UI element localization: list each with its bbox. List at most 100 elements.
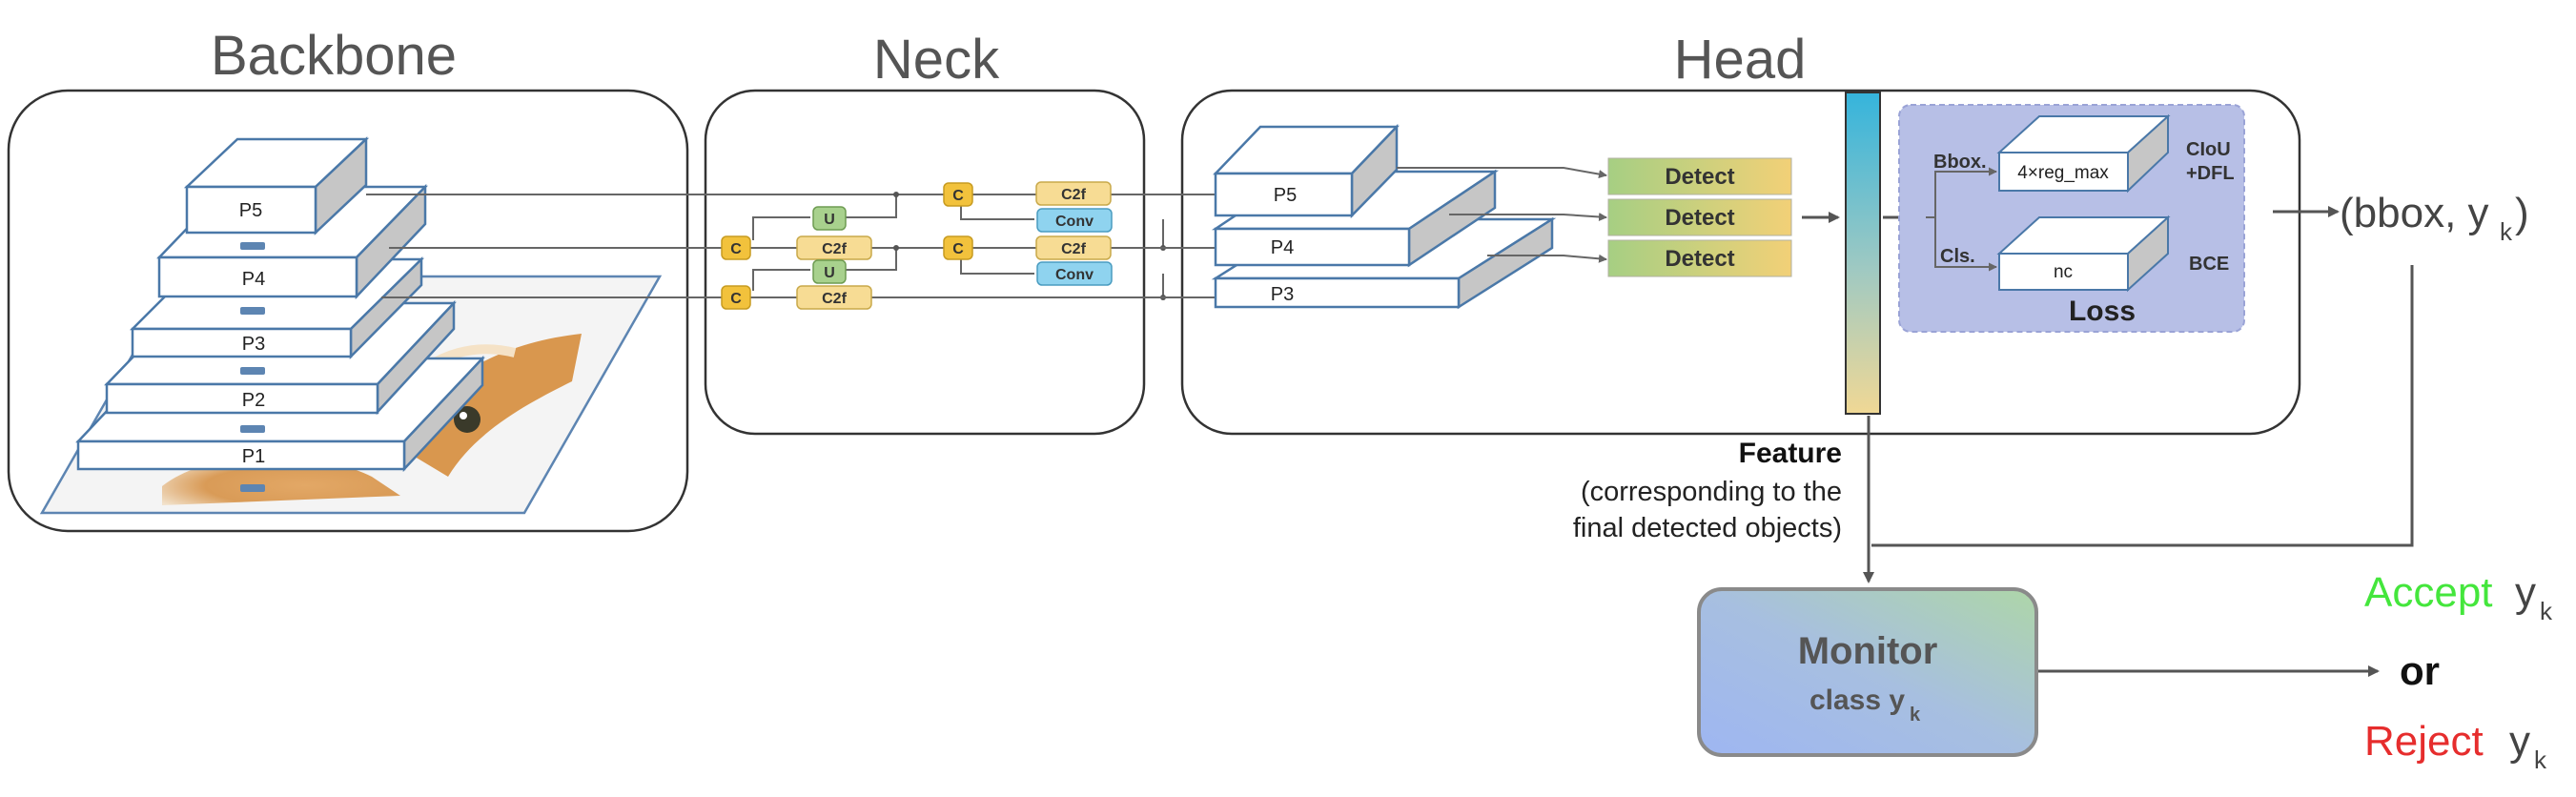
feature-note-line2: final detected objects)	[1573, 513, 1842, 543]
monitor-title: Monitor	[1798, 630, 1938, 672]
head-frame	[1180, 89, 2301, 436]
bbox-block-label: 4×reg_max	[2017, 163, 2109, 183]
conv-block-2-label: Conv	[1055, 267, 1094, 283]
c2f-block-mid-right-label: C2f	[1061, 241, 1086, 257]
bbox-loss-label-2: +DFL	[2186, 163, 2235, 184]
neck-frame	[704, 89, 1146, 436]
neck-panel: C C2f U Conv C C2f C C2f U Conv C C2f	[366, 89, 1166, 436]
loss-bbox-branch	[1926, 167, 1997, 218]
concat-block-mid-left	[721, 235, 751, 260]
backbone-panel: P1 P2 P3 P4 P5	[7, 89, 689, 533]
monitor-rect	[1697, 587, 2038, 757]
p5-front	[185, 185, 317, 235]
backbone-frame	[7, 89, 689, 533]
connector-p2-p1	[240, 425, 265, 433]
detect-block-2-label: Detect	[1665, 205, 1734, 231]
connector-p4-p3	[240, 307, 265, 315]
concat-block-mid-left-label: C	[730, 241, 742, 257]
p4-label: P4	[242, 269, 265, 290]
monitor-subtitle: class y	[1809, 685, 1905, 716]
reject-subscript: k	[2534, 746, 2547, 774]
bbox-branch-label: Bbox.	[1933, 152, 1987, 173]
feature-bar	[1845, 92, 1881, 415]
connector-p1-input	[240, 484, 265, 492]
conv-block-1	[1036, 208, 1113, 233]
p3-front	[131, 327, 353, 358]
loss-cls-branch	[1934, 217, 1997, 272]
reject-label: Reject	[2364, 718, 2484, 765]
concat-block-mid-right	[943, 235, 973, 260]
output-return-line	[1871, 265, 2414, 547]
line-p4-detect	[1449, 212, 1607, 221]
route-p5-up	[829, 194, 897, 218]
p2-front	[105, 382, 379, 415]
c2f-block-mid-left-label: C2f	[822, 241, 847, 257]
head-panel: P3 P4 P5 Detect Detect	[1144, 89, 2301, 436]
detect-block-3: Detect	[1607, 239, 1792, 277]
cls-branch-label: Cls.	[1940, 246, 1975, 267]
cls-block	[1998, 253, 2129, 291]
conv-block-1-label: Conv	[1055, 214, 1094, 230]
head-p5-front	[1214, 172, 1354, 217]
cat-eye	[454, 406, 480, 433]
c2f-block-bottom	[796, 285, 872, 310]
reject-y: y	[2509, 718, 2530, 765]
head-p3-label: P3	[1271, 284, 1294, 305]
head-p4-front	[1214, 227, 1411, 267]
concat-block-top-label: C	[952, 188, 964, 204]
upsample-block-2	[812, 259, 847, 284]
cls-loss-label: BCE	[2189, 254, 2229, 275]
backbone-level-p5: P5	[183, 136, 370, 235]
neck-title: Neck	[873, 29, 1000, 91]
c2f-block-top	[1035, 181, 1112, 206]
concat-block-mid-right-label: C	[952, 241, 964, 257]
decision-output: Accept y k or Reject y k	[2364, 569, 2553, 774]
monitor-box: Monitor class y k	[1697, 587, 2038, 757]
conv-block-2	[1036, 261, 1113, 286]
head-title: Head	[1674, 29, 1807, 91]
p2-label: P2	[242, 390, 265, 411]
detect-block-3-rect	[1607, 239, 1792, 277]
connector-p3-p2	[240, 367, 265, 375]
bbox-block	[1998, 152, 2129, 192]
upsample-block-1	[812, 206, 847, 231]
output-prefix: (bbox, y	[2340, 190, 2489, 236]
c2f-block-mid-right	[1035, 235, 1112, 260]
feature-annotation: Feature (corresponding to the final dete…	[1573, 438, 1842, 543]
detect-block-2-rect	[1607, 198, 1792, 236]
detect-block-2: Detect	[1607, 198, 1792, 236]
loss-title: Loss	[2069, 296, 2136, 327]
head-p3-front	[1214, 276, 1461, 309]
c2f-block-mid-left	[796, 235, 872, 260]
detect-block-1-label: Detect	[1665, 164, 1734, 190]
accept-y: y	[2515, 569, 2536, 616]
route-c2f-up2	[829, 248, 897, 271]
concat-block-bottom-label: C	[730, 291, 742, 307]
cat-eye-highlight	[460, 412, 467, 419]
concat-block-bottom	[721, 285, 751, 310]
detect-block-3-label: Detect	[1665, 246, 1734, 272]
p1-label: P1	[242, 446, 265, 467]
upsample-block-2-label: U	[824, 265, 835, 281]
connector-p5-p4	[240, 242, 265, 250]
c2f-block-bottom-label: C2f	[822, 291, 847, 307]
p4-front	[157, 255, 358, 298]
monitor-subscript: k	[1910, 705, 1921, 725]
output-label: (bbox, y k )	[2340, 190, 2529, 246]
junction-1	[893, 192, 899, 197]
head-p4-label: P4	[1271, 237, 1294, 258]
c2f-block-top-label: C2f	[1061, 187, 1086, 203]
head-p5-label: P5	[1274, 185, 1297, 206]
cls-block-label: nc	[2054, 262, 2073, 282]
head-level-p5: P5	[1213, 123, 1400, 219]
cat-head-patch	[400, 334, 582, 477]
p1-front	[76, 439, 406, 471]
route-up-concat1	[752, 216, 810, 240]
accept-label: Accept	[2364, 569, 2493, 616]
backbone-connectors	[240, 242, 265, 492]
detect-block-1-rect	[1607, 157, 1792, 195]
or-label: or	[2400, 648, 2440, 693]
upsample-block-1-label: U	[824, 212, 835, 228]
